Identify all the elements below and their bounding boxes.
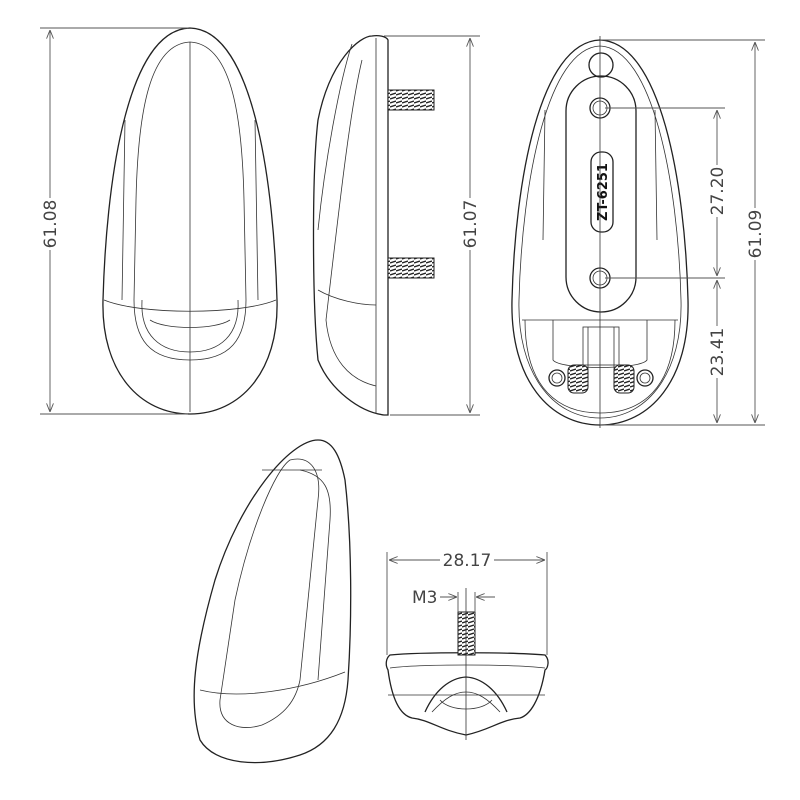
screw-top (387, 89, 435, 111)
screw-bottom (387, 257, 435, 279)
perspective-view (193, 439, 352, 764)
bottom-screw (457, 611, 476, 656)
back-height-label: 61.09 (746, 210, 766, 259)
bottom-view (385, 588, 549, 740)
model-label-box (590, 151, 614, 233)
hole-spacing-label: 27.20 (708, 167, 728, 216)
lower-dimension-label: 23.41 (708, 328, 728, 377)
back-view: ZT-6251 (511, 36, 689, 428)
back-dimensions: 27.20 23.41 61.09 (600, 39, 766, 426)
width-label: 28.17 (443, 551, 492, 571)
front-height-label: 61.08 (41, 200, 61, 249)
mounting-plate (565, 75, 637, 313)
side-view (312, 34, 435, 416)
front-height-dimension: 61.08 (40, 27, 188, 415)
side-height-dimension: 61.07 (384, 35, 481, 416)
bottom-dimensions: 28.17 M3 (386, 550, 548, 655)
front-view (102, 27, 278, 415)
thread-label: M3 (412, 588, 437, 608)
model-label: ZT-6251 (596, 163, 611, 221)
side-height-label: 61.07 (461, 200, 481, 249)
